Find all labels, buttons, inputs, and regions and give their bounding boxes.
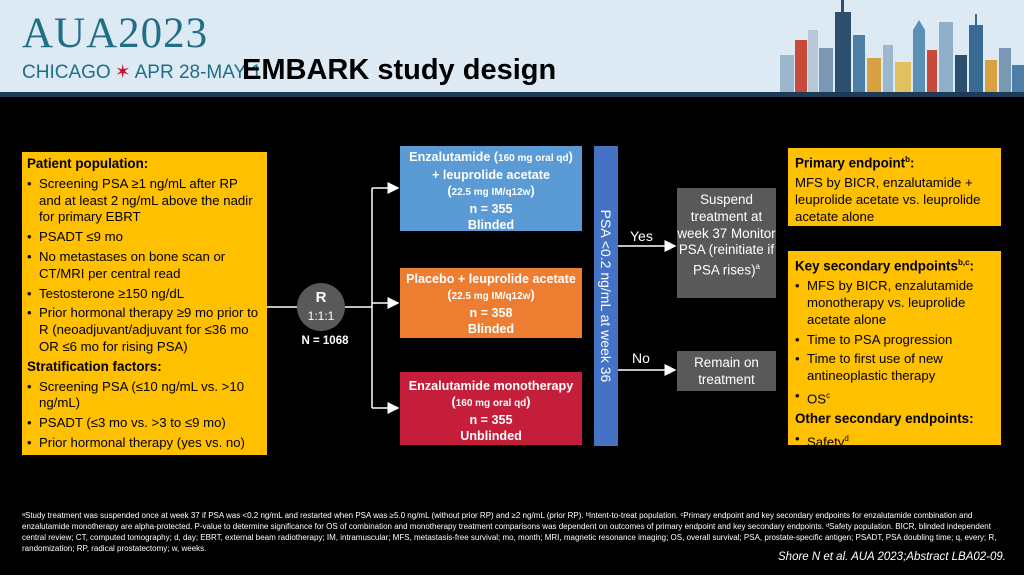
heading-colon: :	[910, 155, 915, 171]
footnotes: ᵃStudy treatment was suspended once at w…	[22, 511, 997, 553]
footnote-marker: a	[755, 262, 760, 272]
arm-enzalutamide-combination: Enzalutamide (160 mg oral qd) + leuproli…	[400, 146, 582, 232]
psa-criterion-bar	[594, 146, 618, 446]
arm-3-n: n = 355	[469, 413, 513, 427]
footnote-marker: c	[826, 391, 831, 401]
list-item: Prior hormonal therapy ≥9 mo prior to R …	[27, 305, 262, 355]
footnote-marker: d	[844, 434, 849, 444]
list-item: Testosterone ≥150 ng/dL	[27, 286, 262, 303]
heading-colon: :	[969, 258, 974, 274]
list-item: MFS by BICR, enzalutamide monotherapy vs…	[795, 278, 994, 328]
arm-2-paren: (	[447, 288, 452, 302]
list-item: Screening PSA ≥1 ng/mL after RP and at l…	[27, 176, 262, 226]
arm-enzalutamide-monotherapy: Enzalutamide monotherapy (160 mg oral qd…	[400, 372, 582, 445]
primary-endpoint-text: MFS by BICR, enzalutamide + leuprolide a…	[795, 175, 981, 224]
arm-1-dose-2: 22.5 mg IM/q12w	[451, 187, 531, 198]
randomization-ratio: 1:1:1	[307, 309, 335, 323]
logo-city: CHICAGO	[22, 62, 111, 83]
stratification-list: Screening PSA (≤10 ng/mL vs. >10 ng/mL) …	[27, 379, 262, 452]
arm-2-n: n = 358	[469, 306, 513, 320]
arm-2-drug: Placebo + leuprolide acetate	[406, 272, 576, 286]
list-item: Time to first use of new antineoplastic …	[795, 351, 994, 385]
arm-2-status: Blinded	[467, 322, 515, 336]
arm-placebo-leuprolide: Placebo + leuprolide acetate (22.5 mg IM…	[400, 268, 582, 338]
arm-3-drug: Enzalutamide monotherapy	[408, 379, 574, 393]
list-item: Prior hormonal therapy (yes vs. no)	[27, 435, 262, 452]
citation: Shore N et al. AUA 2023;Abstract LBA02-0…	[778, 551, 1006, 563]
suspend-text: Suspend treatment at week 37 Monitor PSA…	[677, 192, 776, 278]
randomization-circle: R 1:1:1	[297, 283, 345, 331]
psa-criterion-label: PSA <0.2 ng/mL at week 36	[598, 209, 614, 383]
remain-on-treatment-box: Remain on treatment	[677, 351, 776, 391]
arm-2-paren: )	[530, 288, 535, 302]
arm-1-combo: + leuprolide acetate	[432, 168, 550, 182]
list-item: Safetyd	[795, 431, 994, 451]
list-item: PSADT ≤9 mo	[27, 229, 262, 246]
other-secondary-heading: Other secondary endpoints:	[795, 411, 974, 427]
footnote-marker: b	[905, 155, 911, 164]
slide-title: EMBARK study design	[242, 54, 557, 86]
aua-logo-subtitle: CHICAGO✶APR 28-MAY 1	[22, 62, 262, 84]
arm-3-dose: 160 mg oral qd	[455, 398, 527, 409]
heading-text: Key secondary endpoints	[795, 258, 958, 274]
arm-1-paren: )	[568, 150, 573, 164]
arm-1-paren: )	[530, 184, 535, 198]
logo-dates: APR 28-MAY 1	[134, 62, 262, 83]
list-item: No metastases on bone scan or CT/MRI per…	[27, 249, 262, 283]
key-secondary-heading: Key secondary endpointsb,c:	[795, 255, 994, 275]
patient-population-box: Patient population: Screening PSA ≥1 ng/…	[22, 152, 267, 455]
yes-label: Yes	[630, 228, 653, 244]
no-label: No	[632, 350, 650, 366]
header-divider	[0, 92, 1024, 97]
patient-criteria-list: Screening PSA ≥1 ng/mL after RP and at l…	[27, 176, 262, 356]
safety-text: Safety	[807, 434, 845, 450]
arm-3-paren: (	[451, 395, 456, 409]
list-item: OSc	[795, 388, 994, 408]
os-text: OS	[807, 391, 827, 407]
secondary-endpoints-box: Key secondary endpointsb,c: MFS by BICR,…	[788, 251, 1001, 449]
primary-endpoint-box: Primary endpointb: MFS by BICR, enzaluta…	[788, 148, 1001, 226]
arm-1-n: n = 355	[469, 202, 513, 216]
arm-1-paren: (	[447, 184, 452, 198]
heading-text: Primary endpoint	[795, 155, 906, 171]
stratification-heading: Stratification factors:	[27, 358, 162, 374]
list-item: Screening PSA (≤10 ng/mL vs. >10 ng/mL)	[27, 379, 262, 413]
randomization-letter: R	[315, 289, 327, 306]
total-n-label: N = 1068	[301, 335, 349, 347]
footnote-marker: b,c	[957, 258, 970, 267]
arm-3-paren: )	[526, 395, 531, 409]
star-icon: ✶	[114, 62, 131, 83]
arm-1-drug: Enzalutamide (	[409, 150, 499, 164]
list-item: Time to PSA progression	[795, 332, 994, 349]
aua-logo: AUA2023	[22, 10, 209, 57]
arm-2-dose: 22.5 mg IM/q12w	[451, 291, 531, 302]
primary-endpoint-heading: Primary endpointb:	[795, 152, 994, 172]
chicago-skyline-illustration	[780, 0, 1024, 92]
patient-population-heading: Patient population:	[27, 156, 149, 171]
suspend-treatment-box: Suspend treatment at week 37 Monitor PSA…	[677, 188, 776, 298]
other-secondary-list: Safetyd	[795, 431, 994, 451]
key-secondary-list: MFS by BICR, enzalutamide monotherapy vs…	[795, 278, 994, 408]
arm-1-status: Blinded	[467, 218, 515, 232]
arm-1-dose: 160 mg oral qd	[498, 153, 569, 164]
list-item: PSADT (≤3 mo vs. >3 to ≤9 mo)	[27, 415, 262, 432]
arm-3-status: Unblinded	[460, 429, 522, 443]
